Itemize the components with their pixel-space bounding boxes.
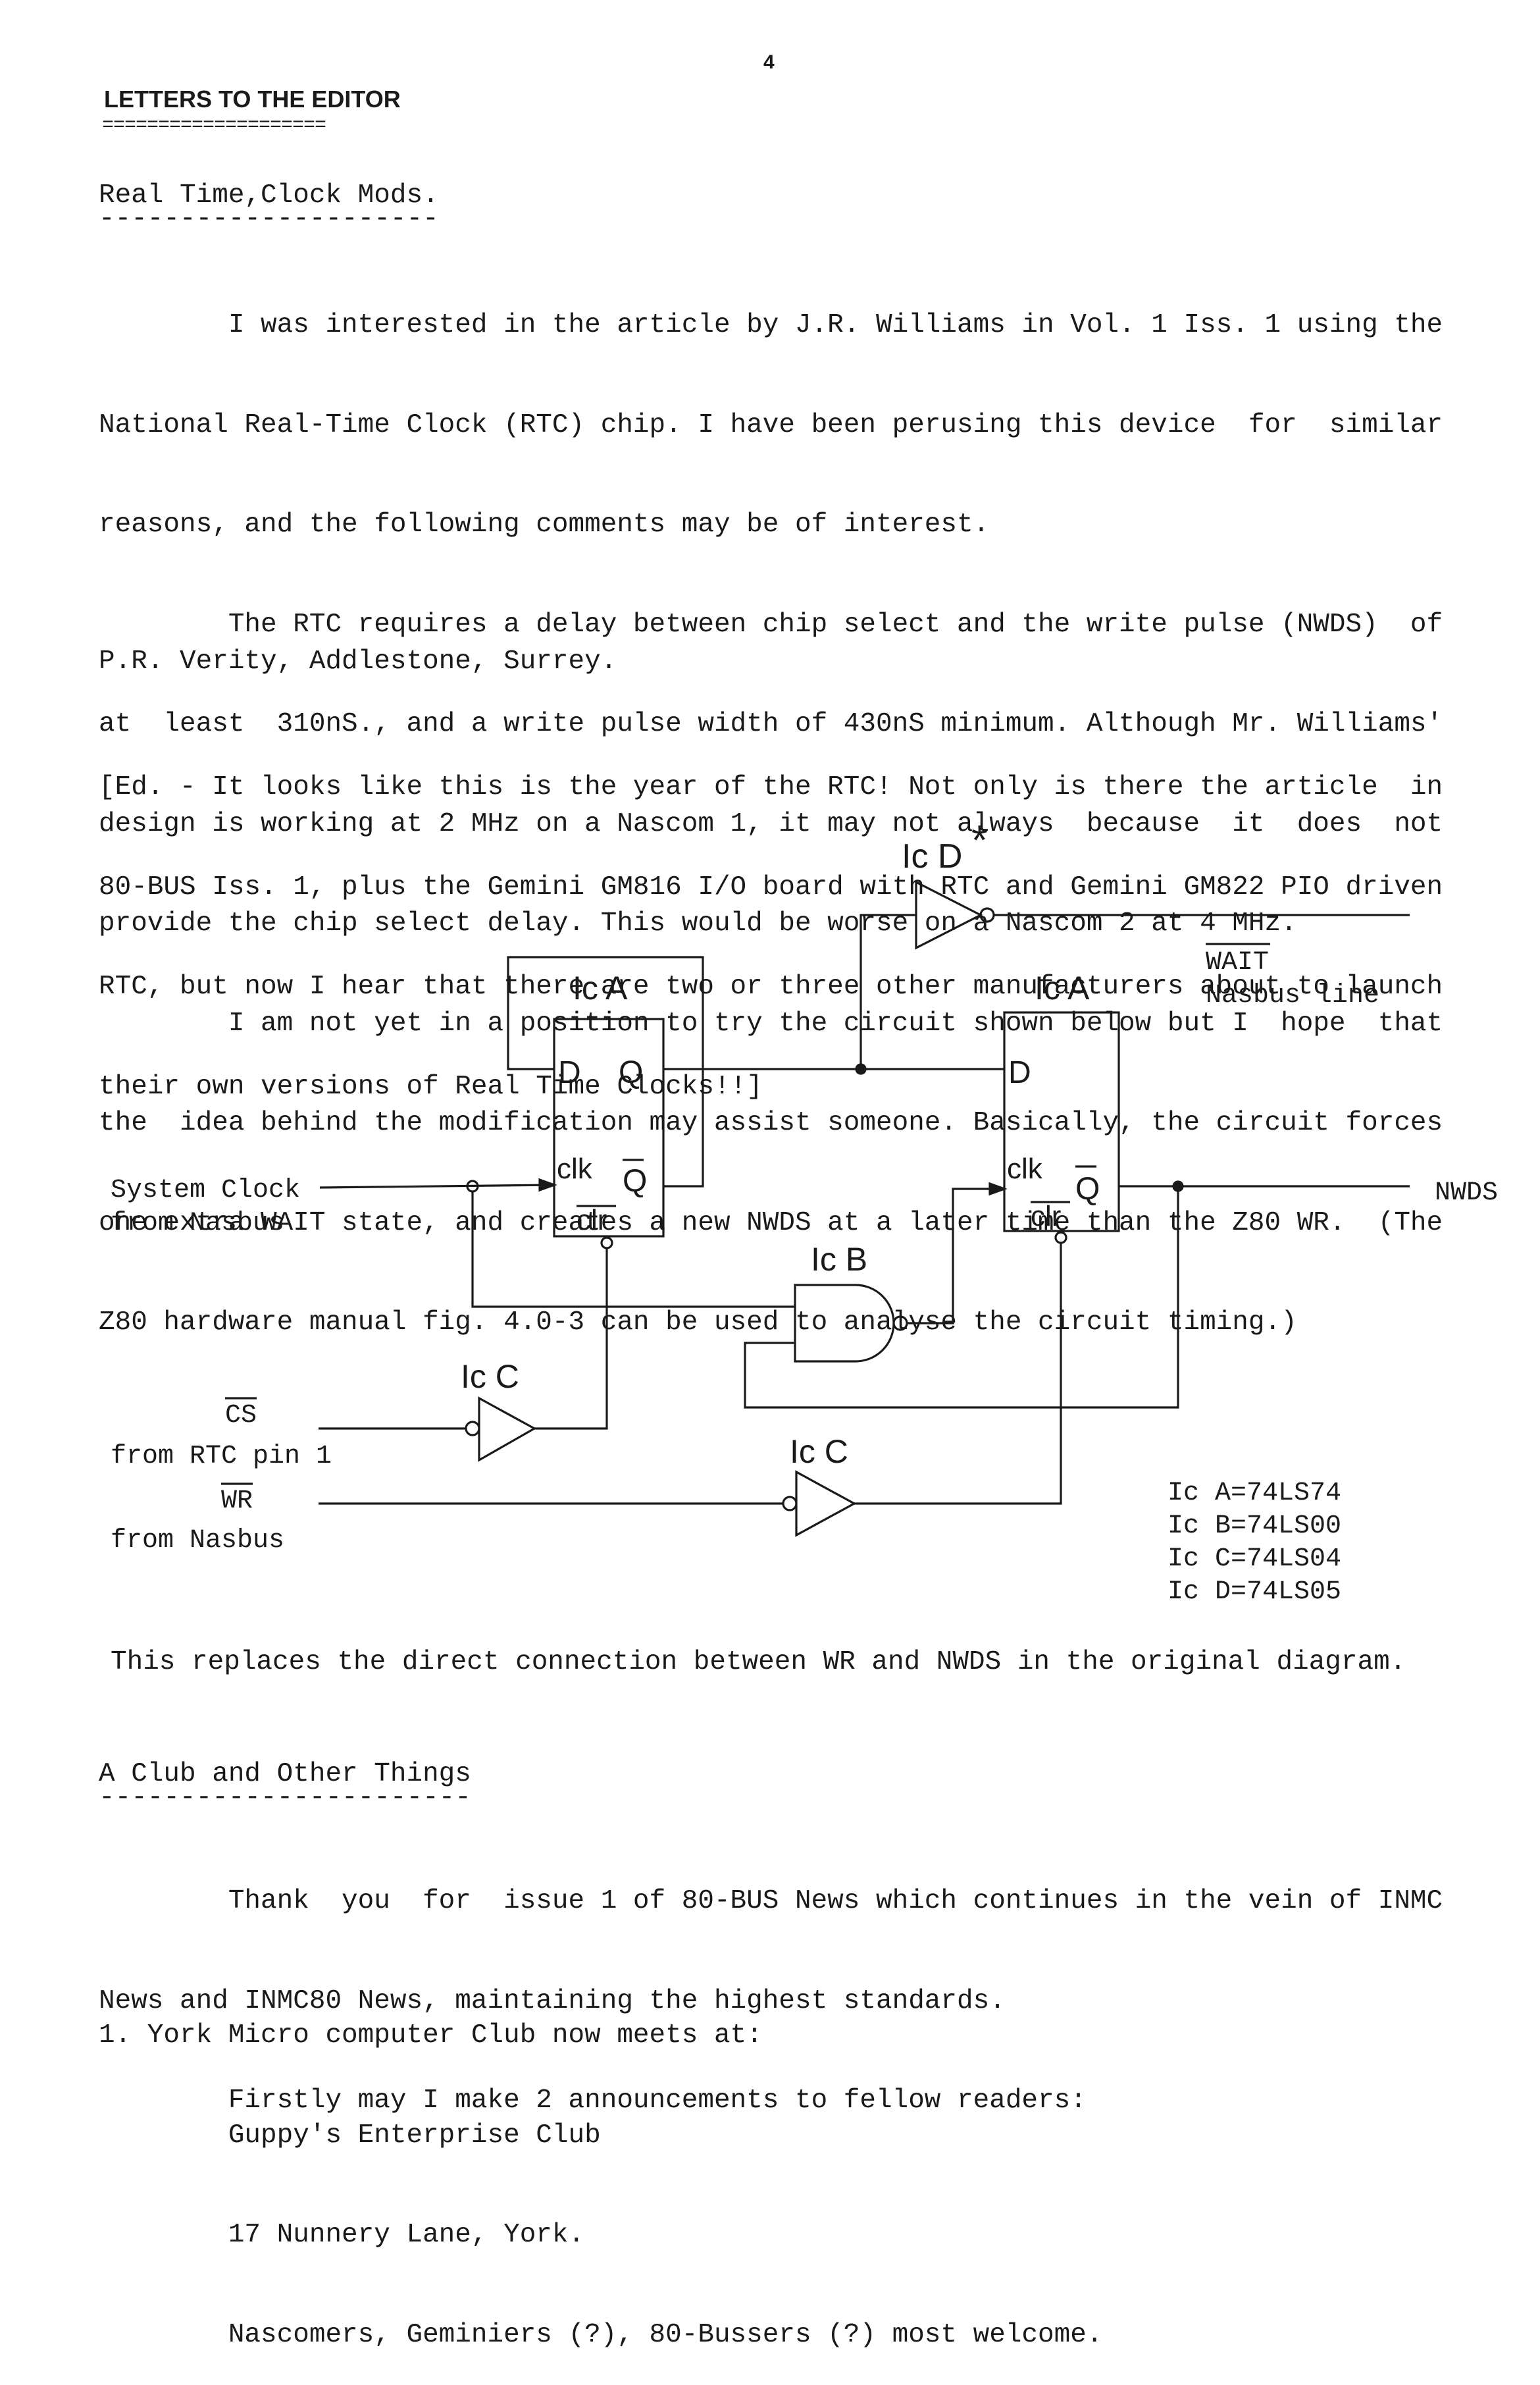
- ic-a-left-pin-d: D: [558, 1055, 581, 1090]
- wr-sub-label: from Nasbus: [111, 1526, 284, 1556]
- letter2-line: Thank you for issue 1 of 80-BUS News whi…: [99, 1886, 1443, 1916]
- letter1-line: provide the chip select delay. This woul…: [99, 908, 1297, 939]
- junction-q: [855, 1063, 867, 1075]
- list-item-line: Guppy's Enterprise Club: [99, 2120, 601, 2151]
- list-item-line: Nascomers, Geminiers (?), 80-Bussers (?)…: [99, 2319, 1103, 2350]
- ic-a-left-pin-qbar: Q: [623, 1164, 647, 1199]
- parts-ic-b: Ic B=74LS00: [1168, 1511, 1341, 1541]
- ic-d-label: Ic D: [902, 837, 962, 876]
- letter2-title-underline: -----------------------: [99, 1783, 471, 1813]
- cs-sub-label: from RTC pin 1: [111, 1442, 332, 1471]
- wire-nwds-feedback-to-nand: [744, 1186, 1179, 1409]
- system-clock-label: System Clock: [111, 1176, 300, 1205]
- ic-b-label: Ic B: [811, 1241, 867, 1278]
- letter1-title: Real Time,Clock Mods.: [99, 180, 439, 211]
- ic-b-output-bubble: [892, 1315, 908, 1331]
- ic-d-asterisk: *: [971, 816, 988, 864]
- editor-note-line: their own versions of Real Time Clocks!!…: [99, 1071, 763, 1102]
- ic-a-left-label: Ic A: [573, 970, 628, 1007]
- letter2-line: Firstly may I make 2 announcements to fe…: [99, 2085, 1087, 2116]
- ic-a-left-clr-bubble: [600, 1236, 613, 1249]
- wire-wr-to-clr: [854, 1243, 1062, 1505]
- letter1-title-underline: ---------------------: [99, 204, 439, 234]
- ic-a-left-box: [553, 1018, 665, 1238]
- system-clock-sub-label: from Nasbus: [111, 1209, 284, 1238]
- letter2-line: News and INMC80 News, maintaining the hi…: [99, 1985, 1006, 2016]
- parts-ic-c: Ic C=74LS04: [1168, 1544, 1341, 1574]
- ic-a-right-label: Ic A: [1035, 970, 1090, 1007]
- letter2-body: Thank you for issue 1 of 80-BUS News whi…: [99, 1818, 1443, 2151]
- letter2-title: A Club and Other Things: [99, 1759, 471, 1789]
- list-item-line: 1. York Micro computer Club now meets at…: [99, 2020, 763, 2051]
- ic-a-left-pin-clr: clr: [577, 1204, 607, 1236]
- section-header-underline: ====================: [102, 115, 326, 137]
- wire-q-to-icd: [860, 914, 916, 1069]
- letter1-body: I was interested in the article by J.R. …: [99, 242, 1443, 1373]
- ic-a-right-clr-bubble: [1054, 1231, 1067, 1244]
- ic-c-lower-inverter: [795, 1470, 857, 1537]
- nwds-label: NWDS: [1435, 1178, 1498, 1208]
- ic-a-right-pin-qbar: Q: [1075, 1172, 1100, 1207]
- ic-c-upper-input-bubble: [465, 1421, 480, 1436]
- page-number: 4: [763, 51, 775, 73]
- letter1-line: I am not yet in a position to try the ci…: [99, 1008, 1443, 1039]
- ic-a-right-pin-clr: clr: [1031, 1200, 1061, 1232]
- ic-c-lower-label: Ic C: [790, 1433, 848, 1470]
- ic-b-nand-gate: [794, 1284, 895, 1363]
- letter1-line: The RTC requires a delay between chip se…: [99, 609, 1443, 640]
- parts-ic-a: Ic A=74LS74: [1168, 1479, 1341, 1508]
- section-header: LETTERS TO THE EDITOR: [104, 86, 401, 113]
- letter1-line: design is working at 2 MHz on a Nascom 1…: [99, 808, 1443, 839]
- wire-nand-to-clk: [907, 1188, 1004, 1324]
- editor-note: [Ed. - It looks like this is the year of…: [99, 704, 1443, 1137]
- ic-a-right-box: [1003, 1011, 1120, 1232]
- ic-a-left-pin-clk: clk: [557, 1153, 593, 1185]
- wr-label: WR: [221, 1486, 253, 1516]
- wait-label: WAIT: [1206, 948, 1269, 978]
- cs-label: CS: [225, 1401, 257, 1430]
- letter1-line: reasons, and the following comments may …: [99, 510, 990, 540]
- ic-c-upper-label: Ic C: [461, 1358, 519, 1395]
- letter1-signature: P.R. Verity, Addlestone, Surrey.: [99, 646, 617, 677]
- letter1-line: the idea behind the modification may ass…: [99, 1108, 1443, 1138]
- ic-c-lower-input-bubble: [782, 1496, 798, 1511]
- ic-c-upper-inverter: [478, 1396, 537, 1462]
- editor-note-line: 80-BUS Iss. 1, plus the Gemini GM816 I/O…: [99, 872, 1443, 903]
- parts-ic-d: Ic D=74LS05: [1168, 1577, 1341, 1607]
- letter2-list-item: 1. York Micro computer Club now meets at…: [99, 1953, 1102, 2385]
- diagram-caption: This replaces the direct connection betw…: [111, 1647, 1406, 1677]
- ic-d-buffer: [915, 880, 995, 950]
- ic-a-left-pin-q: Q: [619, 1055, 643, 1090]
- letter1-line: at least 310nS., and a write pulse width…: [99, 709, 1443, 739]
- ic-a-right-pin-d: D: [1008, 1055, 1031, 1090]
- letter1-line: National Real-Time Clock (RTC) chip. I h…: [99, 409, 1443, 440]
- wire-qbar-to-d-feedback: [507, 956, 704, 1188]
- ic-a-right-pin-clk: clk: [1007, 1153, 1043, 1185]
- list-item-line: 17 Nunnery Lane, York.: [99, 2220, 585, 2250]
- letter1-line: I was interested in the article by J.R. …: [99, 310, 1443, 340]
- circuit-diagram: Ic D * WAIT Nasbus line Ic A D Q clk Q c…: [111, 816, 1498, 1607]
- wire-clock-to-nand: [471, 1192, 795, 1308]
- editor-note-line: RTC, but now I hear that there are two o…: [99, 972, 1443, 1002]
- wire-cs-to-clr: [534, 1248, 608, 1430]
- editor-note-line: [Ed. - It looks like this is the year of…: [99, 772, 1443, 802]
- wire-system-clock: [319, 1184, 555, 1189]
- wait-sub-label: Nasbus line: [1206, 981, 1379, 1010]
